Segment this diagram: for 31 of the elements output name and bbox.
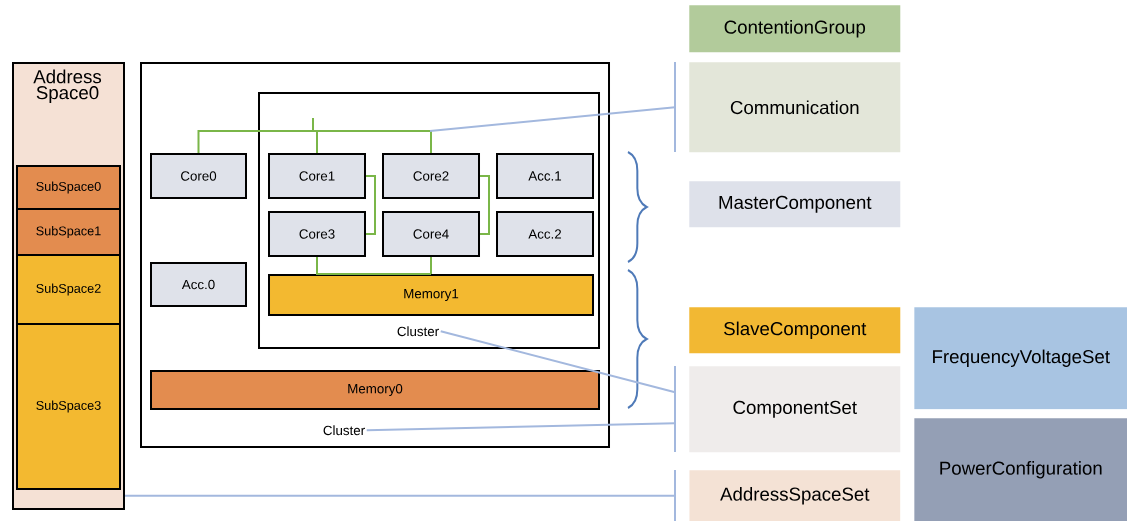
connector-line <box>365 175 376 235</box>
subspace-box: SubSpace2 <box>16 254 121 325</box>
core-box: Core2 <box>382 153 480 199</box>
leader-line <box>429 106 676 132</box>
class-box: MasterComponent <box>689 181 901 228</box>
leader-line <box>124 494 676 497</box>
connector-line <box>430 256 432 275</box>
class-box: FrequencyVoltageSet <box>914 307 1127 410</box>
core-box: Core1 <box>268 153 366 199</box>
connector-line <box>479 175 490 235</box>
connector-line <box>197 117 318 154</box>
class-box: SlaveComponent <box>689 307 901 354</box>
accelerator-box: Acc.2 <box>496 211 594 257</box>
core-box: Core3 <box>268 211 366 257</box>
accelerator-box: Acc.0 <box>150 262 247 307</box>
memory-bar: Memory0 <box>150 370 600 410</box>
class-box: ContentionGroup <box>689 5 901 53</box>
class-box: AddressSpaceSet <box>689 470 901 521</box>
subspace-box: SubSpace0 <box>16 165 121 210</box>
subspace-box: SubSpace1 <box>16 208 121 256</box>
accelerator-box: Acc.1 <box>496 153 594 199</box>
memory-bar: Memory1 <box>268 274 594 316</box>
leader-line <box>439 330 676 394</box>
core-box: Core0 <box>150 153 247 199</box>
connector-line <box>316 130 432 154</box>
core-box: Core4 <box>382 211 480 257</box>
class-box: ComponentSet <box>689 366 901 453</box>
class-box: PowerConfiguration <box>914 418 1127 521</box>
class-box: Communication <box>689 62 901 153</box>
leader-line <box>365 422 676 432</box>
connector-line <box>316 256 432 275</box>
